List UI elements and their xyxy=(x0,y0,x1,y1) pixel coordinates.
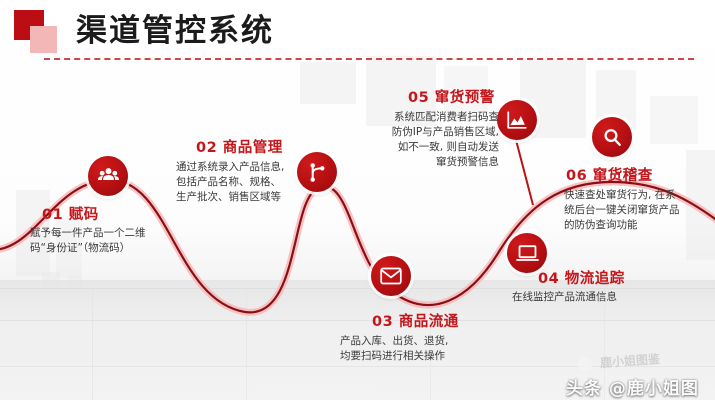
flow-label-04: 04 物流追踪 xyxy=(538,271,625,287)
flow-desc-01-line-1: 赋予每一件产品一个二维 xyxy=(30,227,146,239)
area-chart-icon xyxy=(506,110,528,130)
flow-desc-03-line-1: 产品入库、出货、退货, xyxy=(340,335,449,347)
flow-label-06: 06 窜货稽查 xyxy=(566,168,653,184)
code-branch-icon xyxy=(307,161,328,184)
flow-node-03[interactable] xyxy=(371,256,411,296)
flow-desc-06: 快速查处窜货行为, 在系 统后台一键关闭窜货产品 的防伪查询功能 xyxy=(564,188,700,233)
flow-label-02: 02 商品管理 xyxy=(196,140,283,156)
flow-node-01[interactable] xyxy=(88,156,128,196)
flow-desc-03-line-2: 均要扫码进行相关操作 xyxy=(340,350,445,362)
flow-desc-01-line-2: 码“身份证”（物流码） xyxy=(30,242,131,254)
flow-desc-02-line-2: 包括产品名称、规格、 xyxy=(176,176,281,188)
logo-square-light xyxy=(30,26,57,53)
flow-desc-06-line-3: 的防伪查询功能 xyxy=(564,219,638,231)
watermark-avatar xyxy=(578,358,592,372)
search-icon xyxy=(602,127,623,148)
flow-desc-04: 在线监控产品流通信息 xyxy=(512,290,702,305)
flow-desc-05-line-4: 窜货预警信息 xyxy=(436,156,499,168)
laptop-icon xyxy=(515,244,539,263)
flow-node-04[interactable] xyxy=(507,233,547,273)
flow-label-05: 05 窜货预警 xyxy=(408,90,495,106)
users-icon xyxy=(97,165,120,188)
header-divider xyxy=(44,58,694,60)
flow-desc-04-line-1: 在线监控产品流通信息 xyxy=(512,291,617,303)
floor-plane xyxy=(0,280,715,400)
brand-logo xyxy=(14,10,58,54)
flow-node-05[interactable] xyxy=(497,100,537,140)
flow-desc-02: 通过系统录入产品信息, 包括产品名称、规格、 生产批次、销售区域等 xyxy=(176,160,301,205)
flow-desc-05-line-3: 如不一致, 则自动发送 xyxy=(397,141,499,153)
flow-node-06[interactable] xyxy=(592,117,632,157)
page-title: 渠道管控系统 xyxy=(76,13,274,49)
flow-desc-02-line-3: 生产批次、销售区域等 xyxy=(176,191,281,203)
flow-desc-05-line-1: 系统匹配消费者扫码查 xyxy=(394,111,499,123)
flow-label-03: 03 商品流通 xyxy=(372,314,459,330)
flow-desc-01: 赋予每一件产品一个二维 码“身份证”（物流码） xyxy=(30,226,190,256)
envelope-icon xyxy=(380,267,402,285)
flow-desc-05: 系统匹配消费者扫码查 防伪IP与产品销售区域, 如不一致, 则自动发送 窜货预警… xyxy=(366,110,499,170)
flow-node-02[interactable] xyxy=(297,152,337,192)
flow-desc-02-line-1: 通过系统录入产品信息, xyxy=(176,161,285,173)
watermark-main: 头条 @鹿小姐图鉴 xyxy=(566,379,699,399)
flow-desc-05-line-2: 防伪IP与产品销售区域, xyxy=(391,126,499,138)
flow-desc-03: 产品入库、出货、退货, 均要扫码进行相关操作 xyxy=(340,334,520,364)
flow-label-01: 01 赋码 xyxy=(42,207,99,223)
flow-desc-06-line-2: 统后台一键关闭窜货产品 xyxy=(564,204,680,216)
flow-desc-06-line-1: 快速查处窜货行为, 在系 xyxy=(564,189,676,201)
